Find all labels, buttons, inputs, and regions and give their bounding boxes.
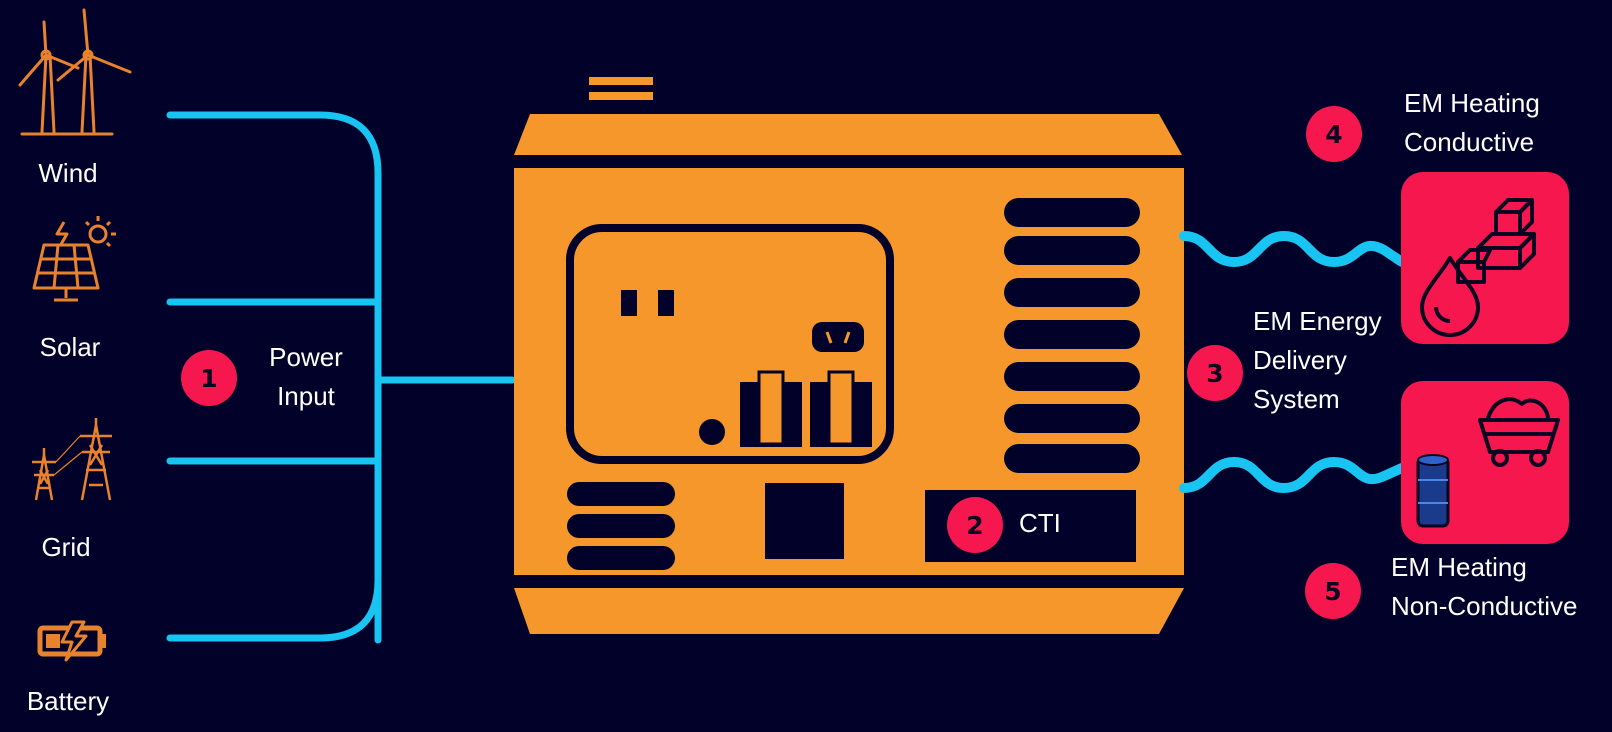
em-heating-conductive-label: EM Heating Conductive — [1404, 84, 1540, 162]
socket-icon — [812, 322, 864, 352]
indicator-dot — [699, 419, 725, 445]
solar-panel-icon — [34, 216, 116, 300]
source-label-solar: Solar — [0, 332, 140, 363]
wind-turbine-icon — [20, 10, 130, 134]
step-5-badge: 5 — [1305, 563, 1361, 619]
device-square-panel — [765, 483, 844, 559]
em-delivery-line1: EM Energy — [1253, 302, 1382, 341]
wave-to-nonconductive — [1184, 462, 1402, 488]
wire-battery — [170, 580, 378, 638]
em-heating-nonconductive-label: EM Heating Non-Conductive — [1391, 548, 1577, 626]
source-label-battery: Battery — [0, 686, 138, 717]
step-3-badge: 3 — [1187, 345, 1243, 401]
outlet-slot-left — [621, 290, 637, 316]
power-tower-icon — [32, 418, 112, 500]
nonconductive-line2: Non-Conductive — [1391, 587, 1577, 626]
power-input-label: Power Input — [263, 338, 349, 416]
source-label-grid: Grid — [0, 532, 136, 563]
cti-device — [514, 77, 1184, 634]
power-input-line1: Power — [263, 338, 349, 377]
step-2-badge: 2 — [947, 497, 1003, 553]
conductive-line2: Conductive — [1404, 123, 1540, 162]
em-delivery-line2: Delivery — [1253, 341, 1382, 380]
em-delivery-label: EM Energy Delivery System — [1253, 302, 1382, 419]
conductive-line1: EM Heating — [1404, 84, 1540, 123]
cti-label: CTI — [1019, 504, 1061, 543]
source-label-wind: Wind — [0, 158, 138, 189]
step-1-badge: 1 — [181, 350, 237, 406]
outlet-slot-right — [658, 290, 674, 316]
right-vent — [1004, 198, 1140, 473]
em-delivery-line3: System — [1253, 380, 1382, 419]
device-bottom-cap — [514, 588, 1184, 634]
left-vent — [567, 482, 675, 570]
wave-to-conductive — [1184, 236, 1402, 262]
step-4-badge: 4 — [1306, 106, 1362, 162]
device-top-cap — [514, 114, 1182, 155]
battery-charging-icon — [40, 622, 106, 660]
device-top-handle — [589, 77, 653, 85]
barrel-icon — [1418, 455, 1448, 526]
power-input-line2: Input — [263, 377, 349, 416]
nonconductive-line1: EM Heating — [1391, 548, 1577, 587]
